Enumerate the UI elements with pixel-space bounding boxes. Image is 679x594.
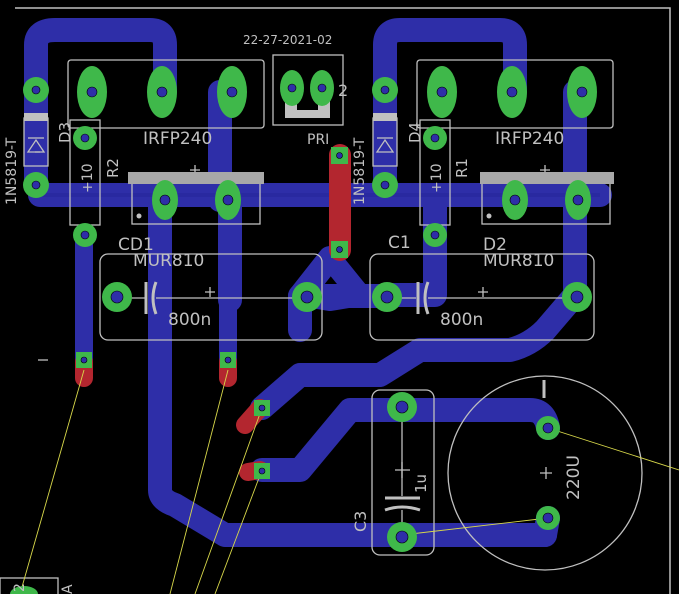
- q-left-value: IRFP240: [143, 129, 212, 149]
- edge-label-b: A: [60, 584, 76, 594]
- silkscreen: [0, 54, 643, 594]
- d3-value: 1N5819-T: [4, 137, 20, 205]
- elyt-value: 220U: [564, 455, 584, 500]
- d2-name: D2: [483, 235, 507, 255]
- cd1-value: MUR810: [133, 251, 204, 271]
- board-title: 22-27-2021-02: [243, 33, 332, 47]
- airwires: [19, 369, 679, 594]
- pri-name: PRI: [307, 132, 329, 148]
- drill-holes: [31, 83, 588, 544]
- d4-cathode-band: [373, 113, 397, 121]
- c1-name: C1: [388, 233, 411, 253]
- pin1-marker-right: [486, 213, 492, 219]
- r1-value: +10: [429, 163, 445, 193]
- c2-value: 800n: [168, 310, 211, 330]
- c3-name: C3: [351, 511, 370, 532]
- c3-value: 1u: [412, 474, 430, 493]
- q-right-value: IRFP240: [495, 129, 564, 149]
- heatsink-bar-right: [480, 172, 614, 184]
- heatsink-bar-left: [128, 172, 264, 184]
- r2-name: R2: [104, 158, 122, 178]
- cd1-name: CD1: [118, 235, 154, 255]
- r2-value: +10: [80, 163, 96, 193]
- edge-label-a: 2: [12, 583, 28, 592]
- r1-name: R1: [453, 158, 471, 178]
- c1-value: 800n: [440, 310, 483, 330]
- d2-value: MUR810: [483, 251, 554, 271]
- d3-cathode-band: [24, 113, 48, 121]
- pin1-marker-left: [136, 213, 142, 219]
- d4-name: D4: [406, 122, 424, 143]
- pri-pin-label: 2: [338, 81, 348, 100]
- d3-name: D3: [56, 122, 74, 143]
- board-outline: [15, 7, 671, 594]
- d4-value: 1N5819-T: [352, 137, 368, 205]
